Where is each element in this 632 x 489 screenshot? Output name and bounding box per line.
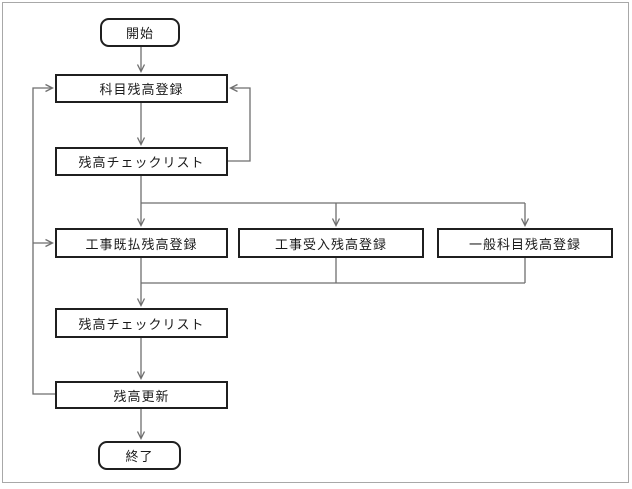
edge-feedback-right-loop: [228, 83, 251, 162]
flowchart-node-balance-checklist-2: 残高チェックリスト: [55, 308, 228, 338]
flowchart-node-balance-checklist-1: 残高チェックリスト: [55, 147, 228, 176]
node-label-balance-update: 残高更新: [113, 388, 170, 404]
flowchart-node-balance-update: 残高更新: [55, 381, 228, 409]
flowchart-node-subject-balance-registration: 科目残高登録: [55, 74, 228, 103]
node-label-construction-paid-balance-registration: 工事既払残高登録: [85, 236, 198, 252]
node-label-end: 終了: [125, 449, 154, 464]
flowchart-node-construction-paid-balance-registration: 工事既払残高登録: [55, 228, 228, 258]
node-label-general-subject-balance-registration: 一般科目残高登録: [468, 236, 581, 252]
flowchart-node-end: 終了: [98, 441, 181, 470]
edge-feedback-left-loop: [32, 83, 55, 395]
flowchart-node-construction-received-balance-registration: 工事受入残高登録: [238, 228, 424, 258]
node-label-construction-received-balance-registration: 工事受入残高登録: [274, 236, 387, 252]
node-label-balance-checklist-1: 残高チェックリスト: [78, 155, 205, 170]
flowchart-node-general-subject-balance-registration: 一般科目残高登録: [437, 228, 613, 258]
node-label-balance-checklist-2: 残高チェックリスト: [78, 316, 205, 332]
node-label-subject-balance-registration: 科目残高登録: [99, 82, 184, 97]
node-label-start: 開始: [125, 26, 154, 41]
flowchart-node-start: 開始: [100, 18, 180, 47]
